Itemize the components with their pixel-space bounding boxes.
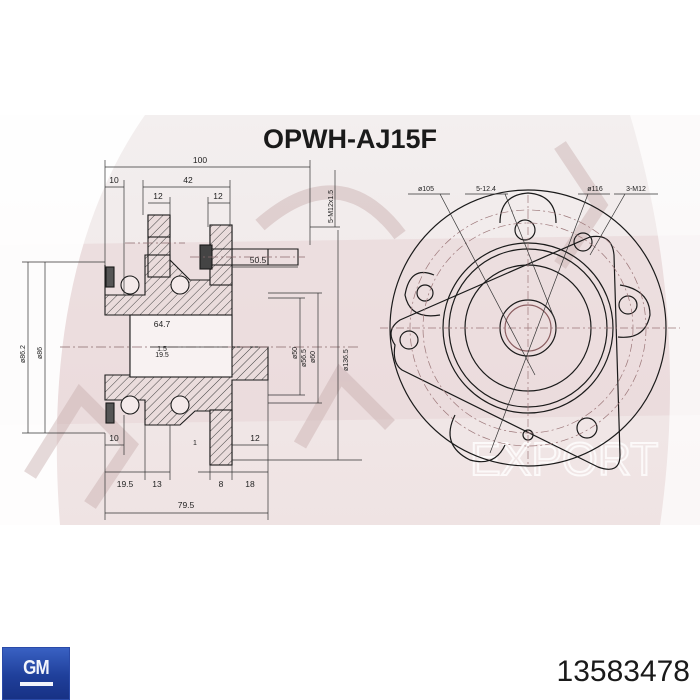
svg-text:ø136.5: ø136.5: [343, 349, 350, 371]
svg-text:ø60: ø60: [310, 351, 317, 363]
svg-text:42: 42: [183, 175, 193, 185]
front-view-labels: ø105 5-12.4 ø116 3-M12: [418, 186, 646, 193]
svg-text:10: 10: [109, 175, 119, 185]
svg-text:ø116: ø116: [587, 186, 603, 193]
svg-text:19.5: 19.5: [117, 479, 134, 489]
technical-drawing: EXPORT: [0, 115, 700, 525]
svg-text:13: 13: [152, 479, 162, 489]
svg-text:ø50: ø50: [292, 347, 299, 359]
svg-text:100: 100: [193, 155, 207, 165]
svg-text:64.7: 64.7: [154, 319, 171, 329]
drawing-title: OPWH-AJ15F: [262, 124, 438, 154]
gm-logo: GM: [2, 647, 70, 700]
brand-logo-text: GM: [23, 657, 50, 679]
side-view-labels: 100 10 42 12 12 5-M12x1.5 50.5 ø86.2 ø86…: [20, 155, 350, 510]
svg-text:8: 8: [219, 479, 224, 489]
svg-text:12: 12: [250, 433, 260, 443]
svg-text:5-12.4: 5-12.4: [476, 186, 496, 193]
front-view: [380, 189, 680, 470]
svg-text:ø56.5: ø56.5: [301, 349, 308, 367]
svg-text:18: 18: [245, 479, 255, 489]
svg-text:EXPORT: EXPORT: [470, 433, 658, 485]
svg-text:1.5: 1.5: [157, 346, 167, 353]
side-section-view: [60, 214, 360, 466]
brand-logo-underline: [20, 682, 53, 686]
svg-text:10: 10: [109, 433, 119, 443]
svg-text:12: 12: [153, 191, 163, 201]
svg-text:79.5: 79.5: [178, 500, 195, 510]
part-number: 13583478: [556, 655, 690, 688]
svg-text:ø86.2: ø86.2: [20, 345, 27, 363]
svg-text:ø86: ø86: [37, 347, 44, 359]
side-view-dimensions: [22, 160, 362, 520]
svg-text:1: 1: [193, 440, 197, 447]
svg-text:50.5: 50.5: [250, 255, 267, 265]
svg-text:12: 12: [213, 191, 223, 201]
svg-text:5-M12x1.5: 5-M12x1.5: [328, 190, 335, 223]
svg-text:19.5: 19.5: [155, 352, 169, 359]
svg-text:ø105: ø105: [418, 186, 434, 193]
svg-text:3-M12: 3-M12: [626, 186, 646, 193]
